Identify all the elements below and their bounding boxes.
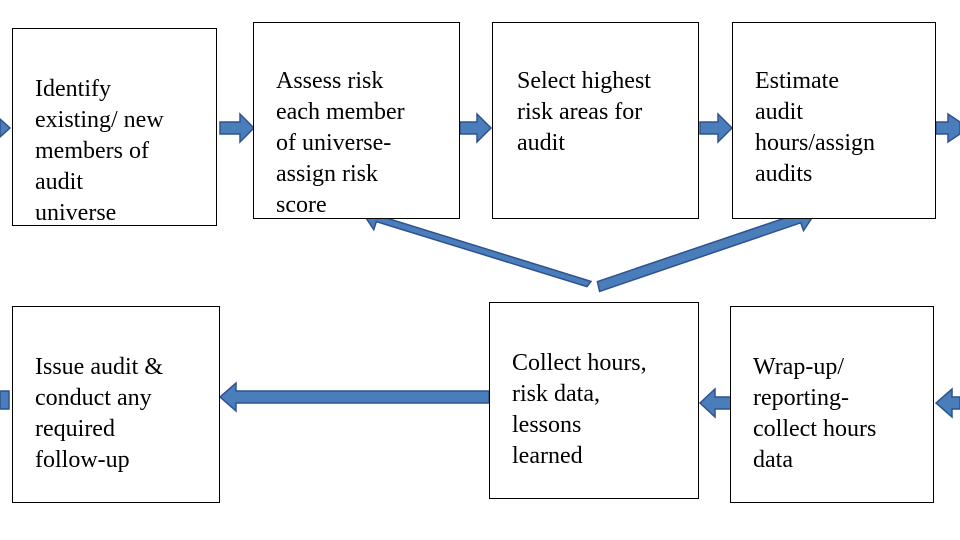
box-estimate: Estimate audit hours/assign audits <box>732 22 936 219</box>
box-collect-text: Collect hours, risk data, lessons learne… <box>512 350 647 469</box>
box-identify: Identify existing/ new members of audit … <box>12 28 217 226</box>
box-select: Select highest risk areas for audit <box>492 22 699 219</box>
arrow-assess-to-select <box>459 112 493 144</box>
box-identify-text: Identify existing/ new members of audit … <box>35 76 164 226</box>
arrow-collect-to-issue <box>218 381 490 413</box>
box-wrapup-text: Wrap-up/ reporting- collect hours data <box>753 354 877 473</box>
arrow-wrapup-to-collect <box>698 387 732 419</box>
box-estimate-text: Estimate audit hours/assign audits <box>755 68 875 187</box>
box-assess-text: Assess risk each member of universe- ass… <box>276 68 405 218</box>
box-collect: Collect hours, risk data, lessons learne… <box>489 302 699 499</box>
arrow-exit-left-bottom <box>0 390 10 410</box>
arrow-select-to-estimate <box>699 112 734 144</box>
box-wrapup: Wrap-up/ reporting- collect hours data <box>730 306 934 503</box>
box-issue: Issue audit & conduct any required follo… <box>12 306 220 503</box>
arrow-entry-left-top <box>0 117 12 139</box>
box-assess: Assess risk each member of universe- ass… <box>253 22 460 219</box>
arrow-identify-to-assess <box>219 112 256 144</box>
arrow-collect-to-assess <box>360 207 593 288</box>
arrow-entry-right-bottom <box>934 387 960 419</box>
box-select-text: Select highest risk areas for audit <box>517 68 651 156</box>
arrow-estimate-to-right <box>935 112 960 144</box>
box-issue-text: Issue audit & conduct any required follo… <box>35 354 163 473</box>
